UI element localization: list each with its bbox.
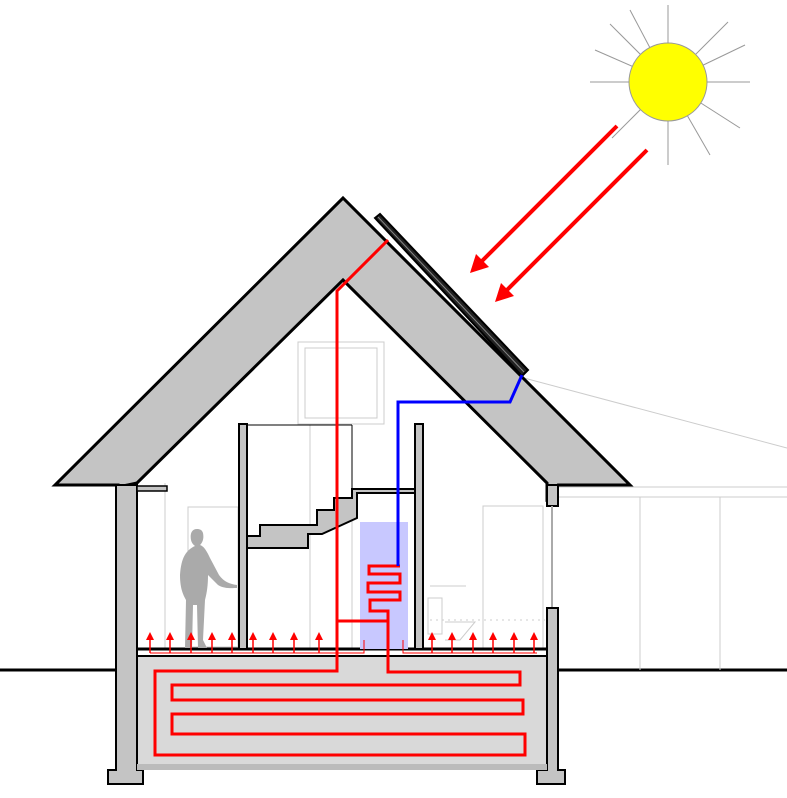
arrow-head <box>470 254 489 273</box>
staircase <box>246 488 416 549</box>
floor-heat-arrows <box>146 632 538 654</box>
left-wall <box>107 484 144 785</box>
collector-to-floor-pipe <box>153 238 527 757</box>
cold-pipe <box>396 374 524 566</box>
upper-floor-ledge <box>136 485 168 492</box>
arrow-head <box>495 283 514 302</box>
hot-pipe-circuit <box>153 238 527 757</box>
solar-panel <box>373 212 530 378</box>
sun-icon <box>590 5 750 165</box>
person-silhouette <box>180 529 237 648</box>
right-wall-upper <box>546 484 559 507</box>
solar-radiation-arrows <box>470 124 649 302</box>
foundation-bottom <box>137 764 547 770</box>
foundation-slab <box>136 655 548 769</box>
